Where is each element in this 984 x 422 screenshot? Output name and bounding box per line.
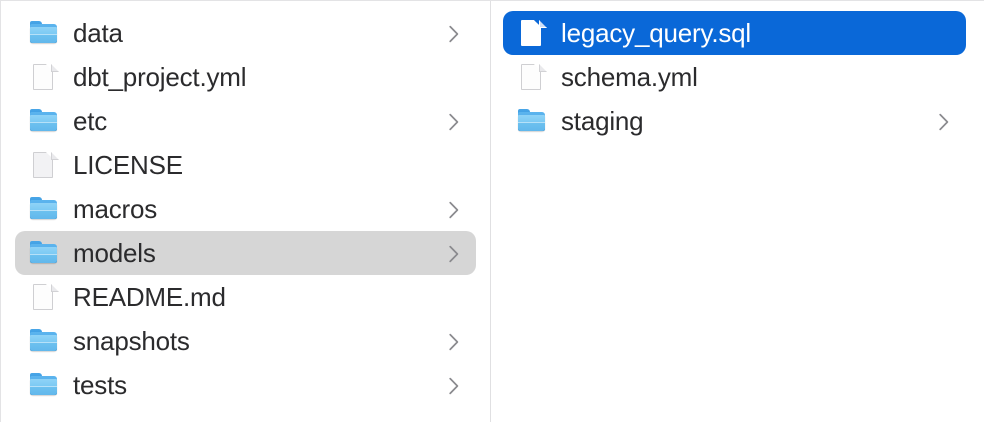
chevron-right-icon[interactable]	[448, 22, 462, 44]
item-label: dbt_project.yml	[73, 62, 247, 92]
folder-icon	[29, 370, 59, 400]
column-models: legacy_query.sql schema.yml staging	[491, 1, 984, 422]
folder-icon	[29, 326, 59, 356]
folder-icon	[517, 106, 547, 136]
item-label: legacy_query.sql	[561, 18, 751, 48]
item-label: macros	[73, 194, 158, 224]
folder-row[interactable]: etc	[15, 99, 476, 143]
folder-row[interactable]: staging	[503, 99, 966, 143]
document-icon	[517, 62, 547, 92]
folder-row[interactable]: tests	[15, 363, 476, 407]
file-row[interactable]: schema.yml	[503, 55, 966, 99]
item-label: README.md	[73, 282, 226, 312]
folder-row[interactable]: macros	[15, 187, 476, 231]
document-icon	[29, 282, 59, 312]
document-icon	[29, 62, 59, 92]
file-row[interactable]: dbt_project.yml	[15, 55, 476, 99]
folder-row[interactable]: models	[15, 231, 476, 275]
item-label: LICENSE	[73, 150, 183, 180]
folder-row[interactable]: data	[15, 11, 476, 55]
item-label: data	[73, 18, 123, 48]
folder-row[interactable]: snapshots	[15, 319, 476, 363]
chevron-right-icon[interactable]	[448, 374, 462, 396]
file-row[interactable]: LICENSE	[15, 143, 476, 187]
file-row[interactable]: legacy_query.sql	[503, 11, 966, 55]
chevron-right-icon[interactable]	[938, 110, 952, 132]
file-row[interactable]: README.md	[15, 275, 476, 319]
document-icon	[29, 150, 59, 180]
item-label: schema.yml	[561, 62, 698, 92]
chevron-right-icon[interactable]	[448, 330, 462, 352]
item-label: models	[73, 238, 156, 268]
chevron-right-icon[interactable]	[448, 110, 462, 132]
document-icon	[517, 18, 547, 48]
item-label: staging	[561, 106, 644, 136]
item-label: etc	[73, 106, 108, 136]
folder-icon	[29, 18, 59, 48]
chevron-right-icon[interactable]	[448, 198, 462, 220]
folder-icon	[29, 106, 59, 136]
folder-icon	[29, 238, 59, 268]
item-label: snapshots	[73, 326, 190, 356]
folder-icon	[29, 194, 59, 224]
chevron-right-icon[interactable]	[448, 242, 462, 264]
item-label: tests	[73, 370, 127, 400]
